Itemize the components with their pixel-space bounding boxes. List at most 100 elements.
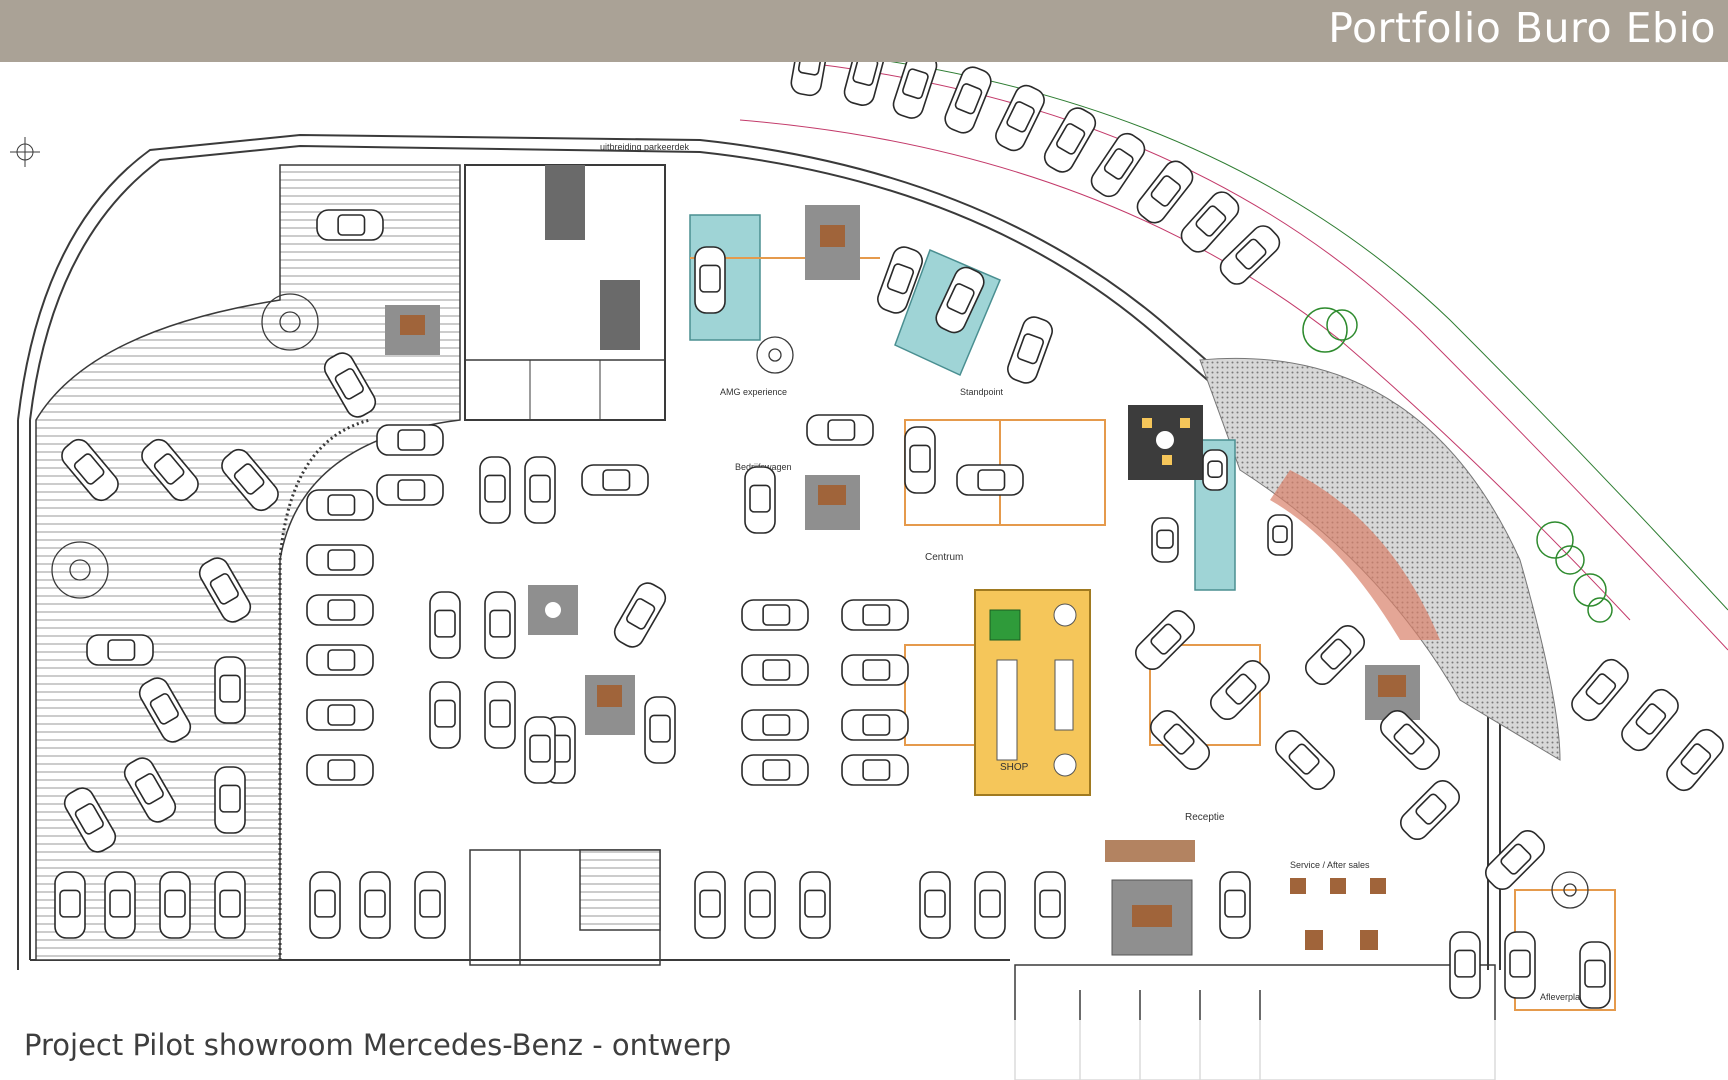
car-icon — [86, 634, 154, 666]
caption-bar: Project Pilot showroom Mercedes-Benz - o… — [0, 1020, 1728, 1080]
car-icon — [741, 754, 809, 786]
car-icon — [841, 654, 909, 686]
car-icon — [799, 871, 831, 939]
label-centrum: Centrum — [925, 552, 963, 563]
car-icon — [306, 699, 374, 731]
car-icon — [1399, 779, 1461, 841]
header-bar: Portfolio Buro Ebio — [0, 0, 1728, 62]
car-icon — [806, 414, 874, 446]
car-icon — [214, 766, 246, 834]
car-icon — [63, 787, 117, 853]
car-icon — [484, 681, 516, 749]
car-icon — [877, 246, 923, 314]
car-icon — [1379, 709, 1441, 771]
car-icon — [741, 654, 809, 686]
outer-parking-curve — [739, 49, 1728, 651]
sales-desks — [385, 205, 1420, 956]
car-icon — [524, 456, 556, 524]
label-uitbreiding: uitbreiding parkeerdek — [600, 142, 690, 152]
toilet-block — [469, 849, 661, 966]
car-icon — [841, 599, 909, 631]
car-icon — [1219, 871, 1251, 939]
car-icon — [159, 871, 191, 939]
car-icon — [221, 448, 279, 512]
label-shop: SHOP — [1000, 762, 1029, 773]
car-icon — [744, 466, 776, 534]
car-icon — [1571, 658, 1629, 722]
car-icon — [1304, 624, 1366, 686]
car-icon — [1134, 609, 1196, 671]
car-icon — [104, 871, 136, 939]
car-icon — [309, 871, 341, 939]
car-icon — [935, 266, 985, 334]
car-icon — [613, 582, 667, 648]
car-icon — [1274, 729, 1336, 791]
car-icon — [306, 644, 374, 676]
car-icon — [1504, 931, 1536, 999]
car-icon — [1202, 449, 1228, 491]
car-icon — [581, 464, 649, 496]
car-icon — [1267, 514, 1293, 556]
car-icon — [484, 591, 516, 659]
car-icon — [141, 438, 199, 502]
header-title: Portfolio Buro Ebio — [1328, 4, 1716, 52]
car-icon — [1090, 132, 1146, 198]
car-icon — [138, 677, 192, 743]
car-icon — [1007, 316, 1053, 384]
car-icon — [524, 716, 556, 784]
service-desks — [1290, 878, 1386, 950]
car-icon — [1449, 931, 1481, 999]
grid-markers — [10, 137, 40, 167]
car-icon — [1579, 941, 1611, 1009]
car-icon — [1136, 160, 1194, 224]
car-icon — [54, 871, 86, 939]
label-service: Service / After sales — [1290, 860, 1370, 870]
car-icon — [644, 696, 676, 764]
car-icon — [61, 438, 119, 502]
shop-lounge — [974, 589, 1091, 796]
car-icon — [892, 51, 938, 119]
car-icon — [359, 871, 391, 939]
car-icon — [694, 246, 726, 314]
car-icon — [995, 84, 1045, 152]
car-icon — [919, 871, 951, 939]
car-icon — [323, 352, 377, 418]
car-icon — [214, 656, 246, 724]
car-icon — [1219, 225, 1281, 285]
car-icon — [1034, 871, 1066, 939]
car-icon — [414, 871, 446, 939]
car-icon — [944, 66, 992, 134]
caption-text: Project Pilot showroom Mercedes-Benz - o… — [24, 1028, 732, 1062]
car-icon — [956, 464, 1024, 496]
car-icon — [306, 489, 374, 521]
car-icon — [1666, 728, 1724, 792]
fan-red — [1270, 470, 1440, 640]
car-icon — [316, 209, 384, 241]
car-icon — [974, 871, 1006, 939]
car-icon — [1484, 829, 1546, 891]
car-icon — [1180, 191, 1240, 253]
car-icon — [741, 599, 809, 631]
car-icon — [1209, 659, 1271, 721]
car-icon — [198, 557, 252, 623]
car-icon — [429, 591, 461, 659]
dark-lounge — [1128, 405, 1203, 480]
car-icon — [306, 754, 374, 786]
car-icon — [479, 456, 511, 524]
car-icon — [1043, 107, 1097, 173]
car-icon — [306, 544, 374, 576]
label-amg: AMG experience — [720, 387, 787, 397]
car-icon — [306, 594, 374, 626]
car-icon — [1151, 517, 1179, 563]
car-icon — [741, 709, 809, 741]
reception-counter — [1105, 840, 1195, 862]
label-afleverplaats: Afleverplaats — [1540, 992, 1593, 1002]
car-icon — [429, 681, 461, 749]
car-icon — [904, 426, 936, 494]
label-standpoint: Standpoint — [960, 387, 1004, 397]
car-icon — [841, 709, 909, 741]
car-icon — [694, 871, 726, 939]
car-icon — [1149, 709, 1211, 771]
car-icon — [744, 871, 776, 939]
